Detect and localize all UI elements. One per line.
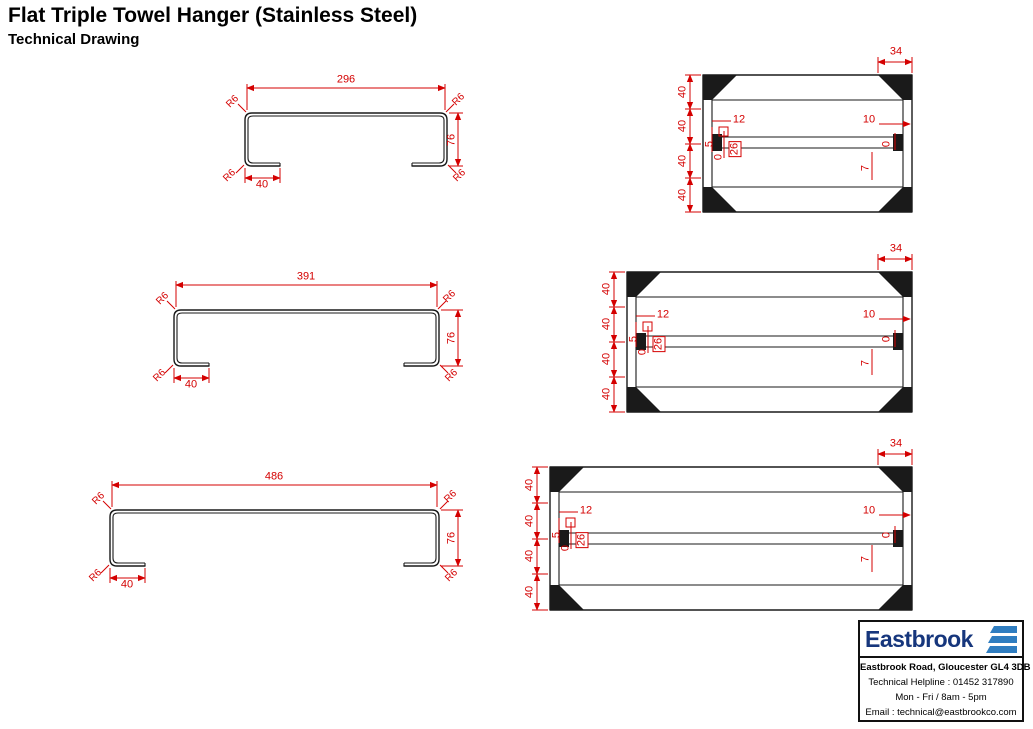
eastbrook-logo-icon: [986, 625, 1017, 653]
page-subtitle: Technical Drawing: [8, 31, 140, 48]
profile-small-linework: [235, 84, 463, 183]
contact-details: Eastbrook Road, Gloucester GL4 3DB Techn…: [860, 658, 1031, 720]
front-medium-linework: [609, 254, 913, 413]
manufacturer-info-box: Eastbrook Eastbrook Road, Gloucester GL4…: [858, 620, 1031, 722]
hours-line: Mon - Fri / 8am - 5pm: [895, 692, 987, 703]
front-small-linework: [685, 57, 913, 213]
helpline-line: Technical Helpline : 01452 317890: [868, 677, 1014, 688]
brand-name: Eastbrook: [865, 625, 973, 652]
front-large-linework: [532, 449, 913, 611]
eastbrook-logo: Eastbrook: [860, 622, 1022, 658]
profile-large-linework: [100, 481, 463, 583]
profile-medium-linework: [164, 281, 463, 383]
email-line: Email : technical@eastbrookco.com: [865, 707, 1017, 718]
address-line: Eastbrook Road, Gloucester GL4 3DB: [860, 662, 1031, 673]
page-title: Flat Triple Towel Hanger (Stainless Stee…: [8, 4, 418, 27]
